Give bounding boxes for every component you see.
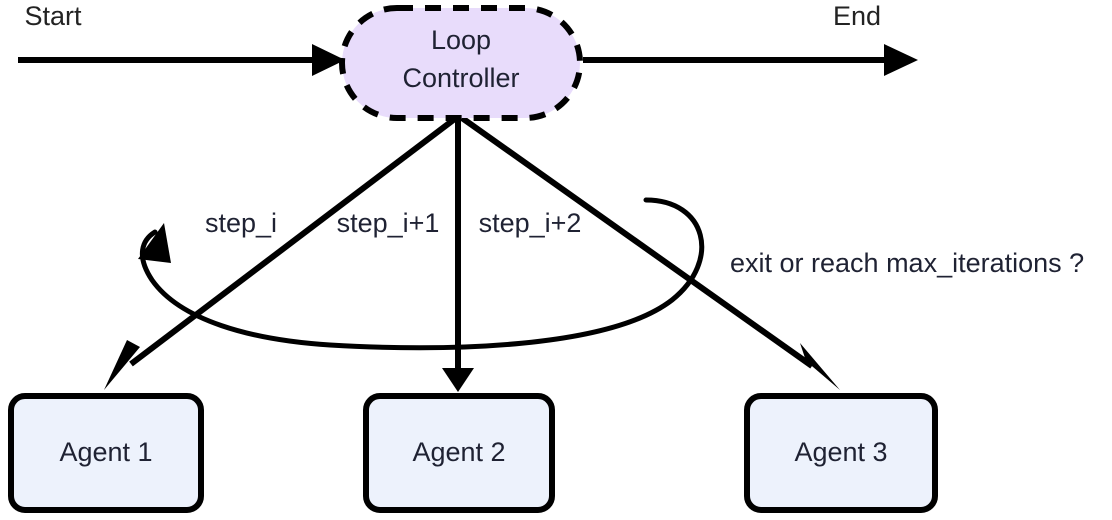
loop-controller-label-line2: Controller — [402, 63, 519, 93]
node-loop-controller[interactable]: Loop Controller — [339, 5, 583, 121]
agent1-edge-line — [129, 115, 458, 367]
agent3-edge-line — [460, 115, 814, 369]
agent-1-label: Agent 1 — [59, 437, 152, 467]
edge-feedback-loop — [138, 197, 705, 351]
agent2-edge-arrowhead-icon — [442, 368, 474, 392]
agent3-edge-arrowhead-icon — [800, 343, 840, 390]
start-edge-arrowhead-icon — [312, 44, 345, 76]
edge-start-to-controller — [18, 44, 345, 76]
agent-3-shape[interactable] — [744, 393, 938, 513]
node-agent-3[interactable]: Agent 3 — [744, 393, 938, 513]
loop-controller-label-line1: Loop — [431, 25, 491, 55]
agent-1-shape[interactable] — [8, 393, 204, 513]
node-agent-1[interactable]: Agent 1 — [8, 393, 204, 513]
node-agent-2[interactable]: Agent 2 — [363, 393, 555, 513]
edge-label-step-i-plus-2: step_i+2 — [479, 208, 582, 238]
loop-controller-shape[interactable] — [339, 5, 583, 121]
edge-controller-to-end — [583, 44, 918, 76]
edge-controller-to-agent-3 — [460, 115, 840, 390]
agent-3-label: Agent 3 — [794, 437, 887, 467]
agent-2-shape[interactable] — [363, 393, 555, 513]
edge-label-step-i: step_i — [205, 208, 277, 238]
edge-label-feedback-condition: exit or reach max_iterations ? — [730, 248, 1084, 278]
edge-controller-to-agent-1 — [104, 115, 458, 390]
end-label: End — [833, 1, 881, 31]
start-label: Start — [24, 1, 82, 31]
feedback-loop-arrowhead-icon — [138, 223, 171, 263]
agent-2-label: Agent 2 — [412, 437, 505, 467]
feedback-loop-path — [139, 197, 705, 351]
edge-label-step-i-plus-1: step_i+1 — [337, 208, 440, 238]
edge-controller-to-agent-2 — [442, 118, 474, 392]
end-edge-arrowhead-icon — [884, 44, 918, 76]
agent1-edge-arrowhead-icon — [104, 340, 140, 390]
